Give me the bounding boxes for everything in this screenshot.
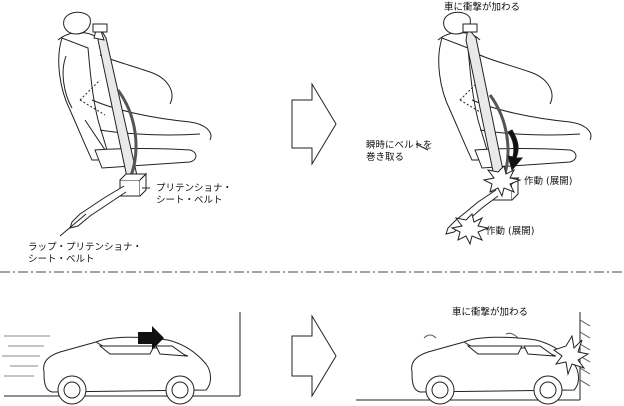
car-before-illustration: [2, 312, 241, 405]
label-lap-pretensioner: ラップ・プリテンショナ・ シート・ベルト: [28, 242, 142, 266]
label-activate-lower: 作動 (展開): [486, 226, 535, 237]
seat-after-title: 車に衝撃が加わる: [443, 2, 521, 13]
label-pretensioner-seat: プリテンショナ・ シート・ベルト: [156, 183, 232, 207]
label-lap-pretensioner-line2: シート・ベルト: [28, 254, 95, 265]
car-after-title: 車に衝撃が加わる: [451, 307, 529, 318]
transition-arrow-seat: [291, 82, 337, 166]
seat-before-illustration: [57, 11, 212, 237]
motion-arrow-icon: [138, 326, 164, 350]
label-activate-upper: 作動 (展開): [524, 176, 573, 187]
car-after-illustration: [356, 312, 591, 405]
transition-arrow-car: [291, 314, 337, 398]
label-pretensioner-seat-line2: シート・ベルト: [156, 195, 223, 206]
label-retract-line1: 瞬時にベルトを: [366, 140, 433, 151]
label-pretensioner-seat-line1: プリテンショナ・: [156, 183, 233, 194]
label-retract: 瞬時にベルトを 巻き取る: [366, 140, 433, 164]
label-retract-line2: 巻き取る: [366, 152, 405, 163]
label-lap-pretensioner-line1: ラップ・プリテンショナ・: [28, 242, 143, 253]
seat-after-illustration: [415, 11, 592, 246]
